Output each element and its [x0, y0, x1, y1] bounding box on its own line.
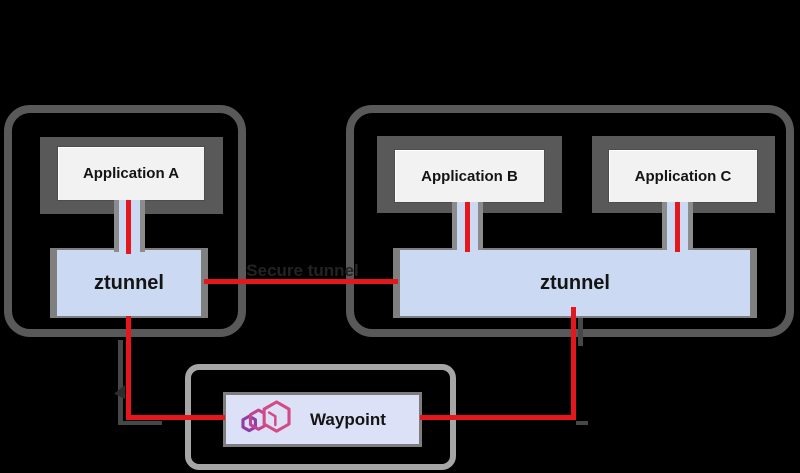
ztunnel-right-box: ztunnel — [393, 248, 757, 318]
application-b-label: Application B — [421, 167, 518, 185]
application-c-label: Application C — [634, 167, 732, 185]
waypoint-box: Waypoint — [223, 392, 422, 447]
ztunnel-left-to-waypoint-line-vertical — [126, 316, 131, 417]
secure-tunnel-label: Secure tunnel — [246, 261, 359, 280]
shadow-right-horizontal — [576, 421, 588, 425]
node-b-outline — [346, 105, 794, 337]
waypoint-to-ztunnel-right-line-vertical — [571, 307, 576, 420]
traffic-line-app-c — [675, 202, 680, 252]
waypoint-to-ztunnel-right-line-horizontal — [420, 415, 576, 420]
ztunnel-left-label: ztunnel — [94, 271, 164, 294]
traffic-line-app-a — [126, 200, 131, 254]
application-c-box: Application C — [608, 149, 758, 203]
application-a-box: Application A — [57, 146, 205, 201]
ztunnel-left-to-waypoint-line-horizontal — [126, 415, 225, 420]
secure-tunnel-line — [204, 279, 398, 284]
waypoint-hexagons-icon — [241, 399, 291, 433]
shadow-right-vertical — [578, 318, 583, 346]
node-a-outline — [4, 105, 246, 337]
application-a-label: Application A — [82, 165, 180, 182]
application-b-box: Application B — [394, 149, 545, 203]
shadow-left-vertical — [118, 340, 123, 424]
arrowhead-mark — [114, 385, 125, 399]
traffic-line-app-b — [465, 202, 470, 252]
shadow-left-horizontal — [118, 421, 162, 425]
ztunnel-right-label: ztunnel — [540, 271, 610, 294]
ztunnel-left-box: ztunnel — [50, 248, 208, 318]
waypoint-label: Waypoint — [310, 409, 386, 429]
